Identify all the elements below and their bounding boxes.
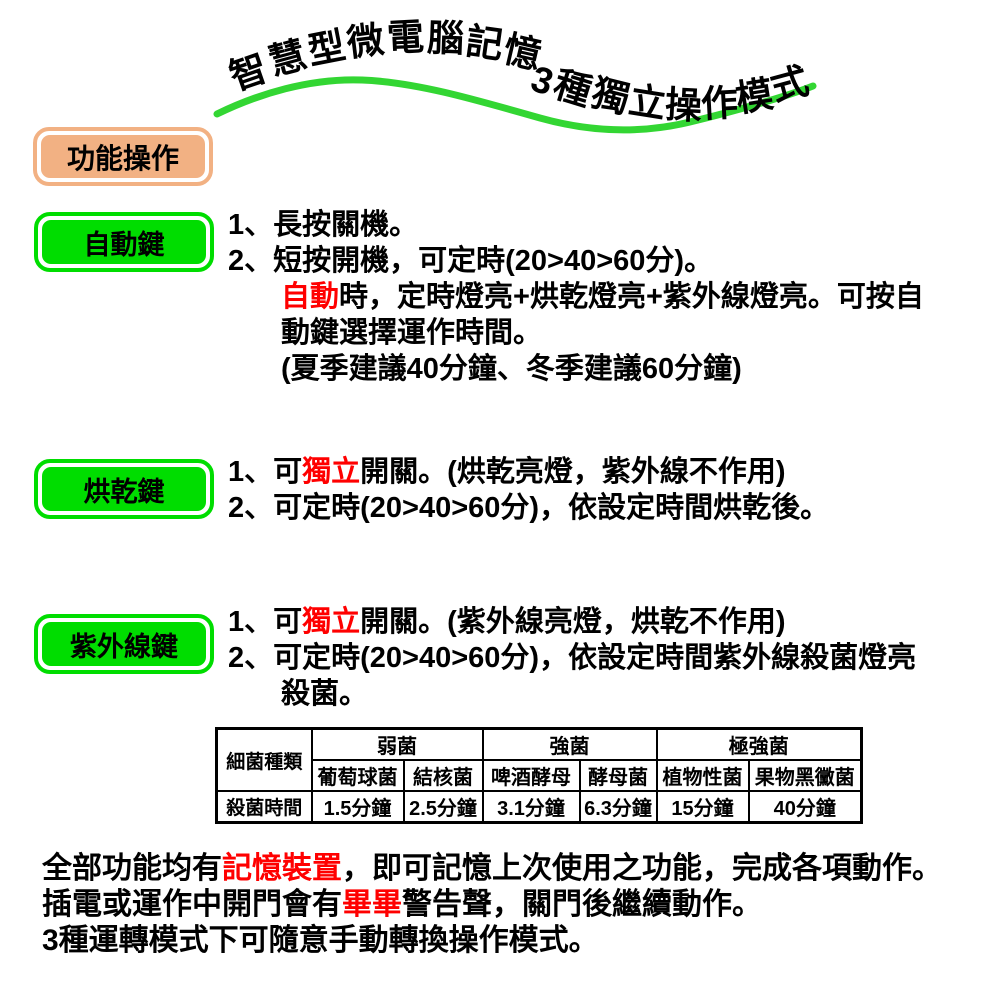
text-line: 2、可定時(20>40>60分)，依設定時間紫外線殺菌燈亮 bbox=[228, 640, 916, 676]
text-line: 全部功能均有記憶裝置，即可記憶上次使用之功能，完成各項動作。 bbox=[42, 851, 942, 887]
table-cell-bacteria: 果物黑黴菌 bbox=[747, 759, 863, 792]
uv-key-button: 紫外線鍵 bbox=[34, 614, 214, 674]
text-segment: 3種運轉模式下可隨意手動轉換操作模式。 bbox=[42, 924, 599, 957]
title-char: 智 bbox=[224, 47, 273, 98]
title-char: 腦 bbox=[426, 17, 465, 60]
text-segment: (夏季建議40分鐘、冬季建議60分鐘) bbox=[281, 353, 742, 385]
text-line: 自動時，定時燈亮+烘乾燈亮+紫外線燈亮。可按自 bbox=[228, 279, 924, 315]
text-segment: 動鍵選擇運作時間。 bbox=[281, 317, 543, 349]
table-cell-bacteria: 啤酒酵母 bbox=[481, 759, 581, 792]
highlighted-text: 獨立 bbox=[302, 606, 361, 638]
auto-key-instructions: 1、長按關機。2、短按開機，可定時(20>40>60分)。自動時，定時燈亮+烘乾… bbox=[228, 207, 924, 387]
table-header-bacteria-type: 細菌種類 bbox=[215, 727, 313, 792]
title-char: 立 bbox=[626, 79, 669, 126]
text-segment: 開關。(紫外線亮燈，烘乾不作用) bbox=[360, 606, 786, 638]
title-char: 微 bbox=[344, 18, 387, 65]
title-char: 電 bbox=[385, 16, 426, 59]
text-segment: ，即可記憶上次使用之功能，完成各項動作。 bbox=[342, 852, 942, 885]
table-cell-time: 2.5分鐘 bbox=[402, 790, 484, 824]
text-segment: 2、可定時(20>40>60分)，依設定時間紫外線殺菌燈亮 bbox=[228, 642, 917, 674]
highlighted-text: 獨立 bbox=[302, 456, 361, 488]
highlighted-text: 自動 bbox=[281, 281, 340, 313]
title-char: 作 bbox=[699, 82, 740, 125]
table-header-kill-time: 殺菌時間 bbox=[215, 790, 313, 824]
text-segment: 1、長按關機。 bbox=[228, 209, 419, 241]
function-operation-label-box: 功能操作 bbox=[33, 127, 213, 186]
table-group-extreme: 極強菌 bbox=[655, 727, 863, 761]
text-line: 1、可獨立開關。(紫外線亮燈，烘乾不作用) bbox=[228, 604, 916, 640]
text-line: 插電或運作中開門會有畢畢警告聲，關門後繼續動作。 bbox=[42, 887, 942, 923]
text-line: 3種運轉模式下可隨意手動轉換操作模式。 bbox=[42, 923, 942, 959]
table-cell-time: 1.5分鐘 bbox=[310, 790, 405, 824]
text-line: 殺菌。 bbox=[228, 676, 916, 712]
table-group-weak: 弱菌 bbox=[310, 727, 484, 761]
title-char: 慧 bbox=[264, 33, 311, 84]
function-operation-label: 功能操作 bbox=[41, 135, 205, 178]
dry-key-instructions: 1、可獨立開關。(烘乾亮燈，紫外線不作用)2、可定時(20>40>60分)，依設… bbox=[228, 454, 829, 526]
text-segment: 警告聲，關門後繼續動作。 bbox=[402, 888, 762, 921]
text-segment: 2、短按開機，可定時(20>40>60分)。 bbox=[228, 245, 714, 277]
table-cell-time: 3.1分鐘 bbox=[481, 790, 581, 824]
text-line: 2、可定時(20>40>60分)，依設定時間烘乾後。 bbox=[228, 490, 829, 526]
title-char: 式 bbox=[766, 59, 813, 110]
footer-notes: 全部功能均有記憶裝置，即可記憶上次使用之功能，完成各項動作。插電或運作中開門會有… bbox=[42, 851, 942, 959]
text-line: (夏季建議40分鐘、冬季建議60分鐘) bbox=[228, 351, 924, 387]
text-segment: 1、可 bbox=[228, 606, 303, 638]
text-line: 1、可獨立開關。(烘乾亮燈，紫外線不作用) bbox=[228, 454, 829, 490]
table-cell-bacteria: 植物性菌 bbox=[655, 759, 750, 792]
text-segment: 殺菌。 bbox=[281, 678, 369, 710]
table-cell-time: 15分鐘 bbox=[655, 790, 750, 824]
table-cell-time: 6.3分鐘 bbox=[578, 790, 658, 824]
highlighted-text: 畢畢 bbox=[342, 888, 402, 921]
text-line: 1、長按關機。 bbox=[228, 207, 924, 243]
text-line: 動鍵選擇運作時間。 bbox=[228, 315, 924, 351]
highlighted-text: 記憶裝置 bbox=[222, 852, 342, 885]
title-char: 型 bbox=[304, 24, 349, 73]
table-cell-bacteria: 葡萄球菌 bbox=[310, 759, 405, 792]
table-cell-bacteria: 酵母菌 bbox=[578, 759, 658, 792]
dry-key-button: 烘乾鍵 bbox=[34, 459, 214, 519]
table-cell-time: 40分鐘 bbox=[747, 790, 863, 824]
auto-key-label: 自動鍵 bbox=[42, 220, 206, 264]
table-cell-bacteria: 結核菌 bbox=[402, 759, 484, 792]
text-segment: 全部功能均有 bbox=[42, 852, 222, 885]
title-char: 操 bbox=[663, 84, 704, 127]
sterilization-table: 細菌種類 弱菌 強菌 極強菌 葡萄球菌 結核菌 啤酒酵母 酵母菌 植物性菌 果物… bbox=[215, 727, 863, 824]
auto-key-button: 自動鍵 bbox=[34, 212, 214, 272]
text-segment: 開關。(烘乾亮燈，紫外線不作用) bbox=[360, 456, 786, 488]
text-segment: 2、可定時(20>40>60分)，依設定時間烘乾後。 bbox=[228, 492, 830, 524]
title-char: 記 bbox=[463, 20, 506, 67]
text-segment: 時，定時燈亮+烘乾燈亮+紫外線燈亮。可按自 bbox=[339, 281, 924, 313]
text-line: 2、短按開機，可定時(20>40>60分)。 bbox=[228, 243, 924, 279]
uv-key-label: 紫外線鍵 bbox=[42, 622, 206, 666]
text-segment: 插電或運作中開門會有 bbox=[42, 888, 342, 921]
dry-key-label: 烘乾鍵 bbox=[42, 467, 206, 511]
text-segment: 1、可 bbox=[228, 456, 303, 488]
table-group-strong: 強菌 bbox=[481, 727, 658, 761]
uv-key-instructions: 1、可獨立開關。(紫外線亮燈，烘乾不作用)2、可定時(20>40>60分)，依設… bbox=[228, 604, 916, 712]
